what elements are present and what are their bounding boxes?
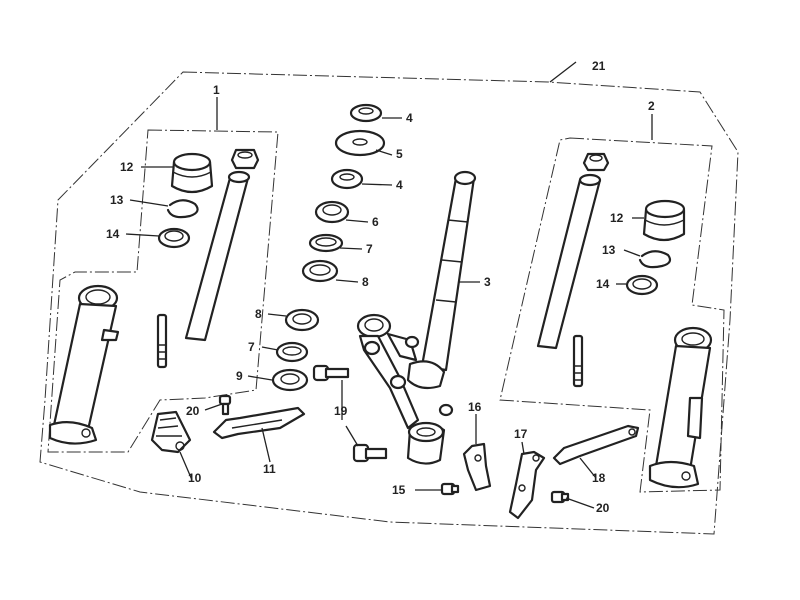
left-dust-boot (170, 152, 214, 194)
lower-ball-race (284, 308, 320, 332)
left-inner-fork-tube (184, 170, 251, 342)
right-outer-fork-leg (648, 326, 713, 489)
callout-7-lower: 7 (248, 340, 255, 354)
left-outer-fork-leg (48, 284, 120, 445)
left-fork-boundary-outline (47, 129, 279, 453)
callout-9: 9 (236, 369, 243, 383)
callout-10: 10 (188, 471, 202, 485)
small-bolt-15 (440, 482, 460, 496)
callout-12-right: 12 (610, 211, 624, 225)
callout-7-upper: 7 (366, 242, 373, 256)
callout-5: 5 (396, 147, 403, 161)
right-damper-rod (572, 334, 584, 388)
upper-ball-race (301, 259, 339, 283)
callout-1: 1 (213, 83, 220, 97)
right-oil-seal (625, 274, 659, 296)
pinch-bolt-upper (312, 364, 350, 382)
callout-14-right: 14 (596, 277, 610, 291)
callout-15: 15 (392, 483, 406, 497)
right-small-bolt (550, 490, 570, 504)
left-fork-cap-bolt (230, 148, 260, 170)
right-fork-cap-bolt (582, 152, 610, 172)
callout-labels: 1 2 3 4 5 4 6 7 8 8 7 9 12 13 14 12 13 1… (106, 59, 655, 515)
leader-lines (125, 61, 653, 509)
top-locknut (349, 103, 383, 123)
brake-cable-guide-18 (552, 424, 640, 466)
assembly-boundary-outline (39, 71, 739, 535)
callout-2: 2 (648, 99, 655, 113)
left-brake-hose-clamp (150, 410, 192, 454)
callout-3: 3 (484, 275, 491, 289)
right-circlip (638, 250, 672, 269)
right-inner-fork-tube (536, 173, 602, 350)
left-oil-seal (157, 227, 191, 249)
callout-14-left: 14 (106, 227, 120, 241)
lock-washer (334, 129, 386, 157)
callout-8-lower: 8 (255, 307, 262, 321)
left-damper-rod (156, 313, 168, 369)
bracket-16 (462, 442, 492, 492)
callout-17: 17 (514, 427, 528, 441)
callout-19: 19 (334, 404, 348, 418)
upper-bearing-race (314, 200, 350, 224)
callout-4-middle: 4 (396, 178, 403, 192)
lower-triple-clamp (356, 313, 454, 465)
lower-bearing-cone (275, 341, 309, 363)
callout-13-left: 13 (110, 193, 124, 207)
callout-16: 16 (468, 400, 482, 414)
callout-18: 18 (592, 471, 606, 485)
upper-bearing-cone (308, 233, 344, 253)
callout-12-left: 12 (120, 160, 134, 174)
dust-seal (271, 368, 309, 392)
right-dust-boot (642, 199, 686, 242)
pinch-bolt-lower (352, 443, 388, 463)
left-brake-cable-guide (212, 406, 306, 440)
callout-11: 11 (263, 462, 276, 476)
steering-stem (406, 170, 477, 390)
bracket-17 (508, 450, 546, 520)
left-small-bolt (218, 394, 232, 416)
callout-8-upper: 8 (362, 275, 369, 289)
callout-20-left: 20 (186, 404, 200, 418)
adjusting-nut (330, 168, 364, 190)
callout-6: 6 (372, 215, 379, 229)
callout-20-right: 20 (596, 501, 610, 515)
callout-21: 21 (592, 59, 606, 73)
callout-4-top: 4 (406, 111, 413, 125)
callout-13-right: 13 (602, 243, 616, 257)
right-fork-boundary-outline (499, 137, 725, 493)
left-circlip (166, 199, 199, 219)
